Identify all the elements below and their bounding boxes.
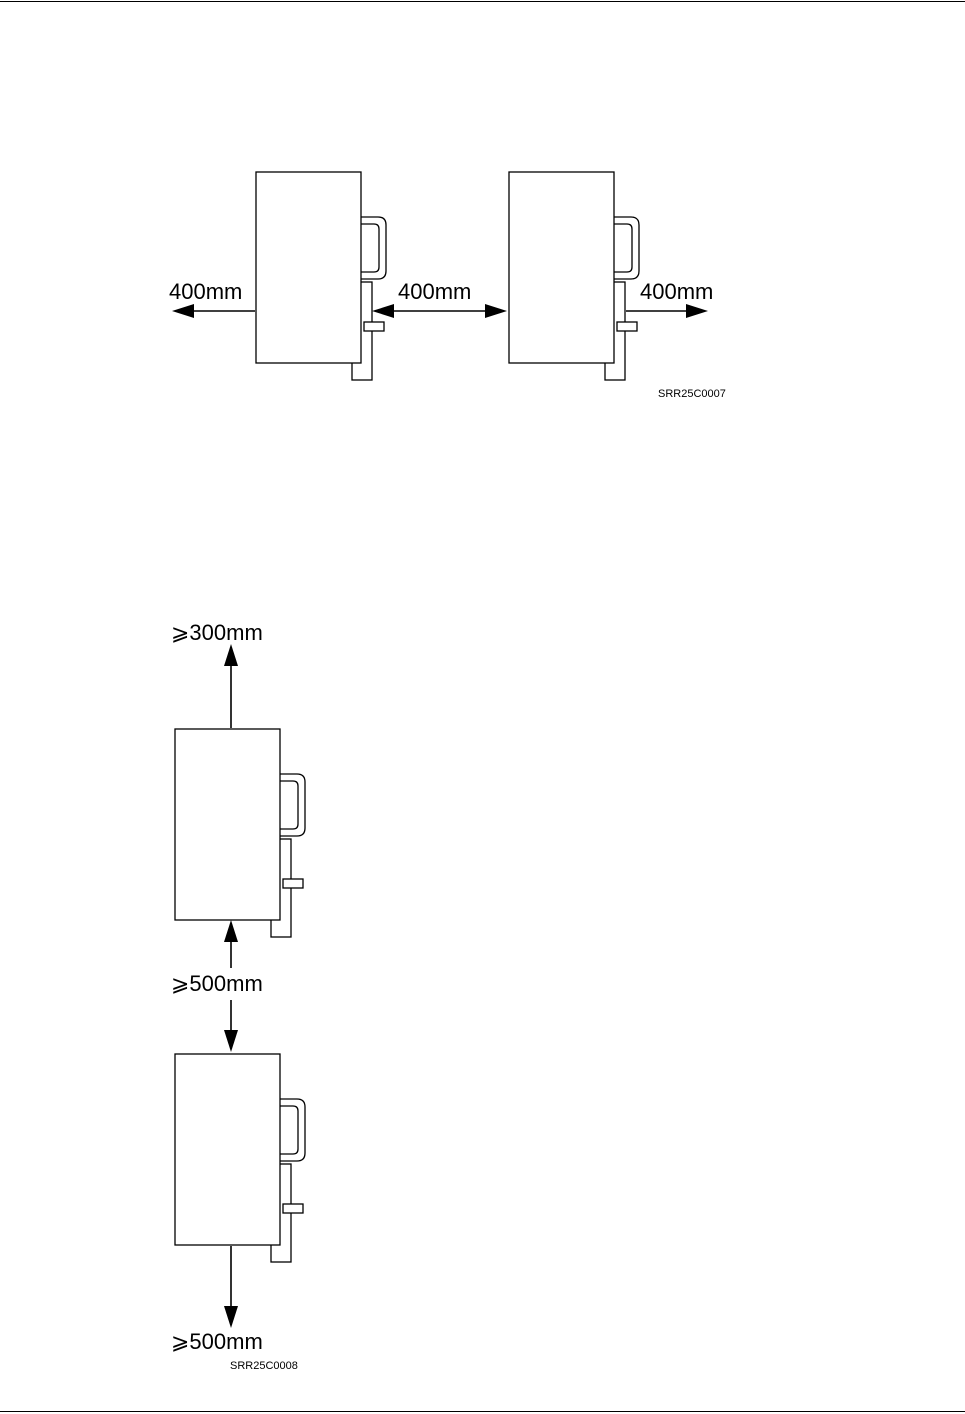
cabinet-lower: [175, 1054, 305, 1262]
figure-side-clearance: 400mm 400mm 400mm SRR25C0007: [169, 172, 726, 400]
label-between-vertical-clearance: ⩾500mm: [171, 971, 263, 996]
arrow-below-clearance: [224, 1246, 238, 1328]
figure-code-bottom: SRR25C0008: [230, 1360, 298, 1372]
arrow-right-clearance: [626, 304, 708, 318]
figure-vertical-clearance: ⩾300mm ⩾500mm ⩾500mm SRR25C0008: [171, 620, 305, 1372]
figure-code-top: SRR25C0007: [658, 388, 726, 400]
arrow-left-clearance: [172, 304, 255, 318]
label-right-clearance: 400mm: [640, 279, 713, 304]
label-left-clearance: 400mm: [169, 279, 242, 304]
label-above-clearance: ⩾300mm: [171, 620, 263, 645]
arrow-above-clearance: [224, 644, 238, 728]
label-below-clearance: ⩾500mm: [171, 1329, 263, 1354]
cabinet-right: [509, 172, 639, 380]
cabinet-left: [256, 172, 386, 380]
label-between-clearance: 400mm: [398, 279, 471, 304]
arrow-between-clearance: [372, 304, 507, 318]
cabinet-upper: [175, 729, 305, 937]
